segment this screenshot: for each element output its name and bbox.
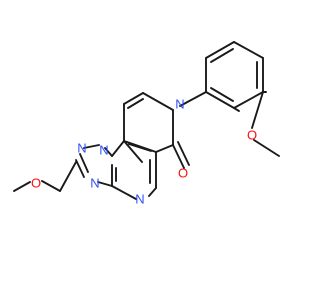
bond: [111, 140, 125, 157]
bond: [123, 140, 143, 163]
atom-n3: N: [90, 176, 99, 191]
atom-n7: N: [175, 97, 184, 112]
atom-labels: N N N N N O O O: [31, 97, 257, 207]
bond: [233, 107, 240, 112]
bond: [97, 181, 113, 187]
bond: [155, 144, 174, 153]
bond: [148, 187, 157, 197]
bond: [59, 161, 77, 192]
bond: [13, 181, 31, 192]
atom-n2: N: [77, 141, 86, 156]
bond: [142, 92, 174, 111]
bond: [253, 139, 280, 157]
atom-n5: N: [135, 192, 144, 207]
bond: [233, 91, 264, 109]
bonds: [13, 41, 280, 200]
bond: [111, 185, 137, 200]
bond: [128, 143, 152, 152]
bond: [75, 159, 85, 178]
bond: [233, 41, 264, 59]
atom-o-aryl-ether: O: [247, 128, 257, 143]
molecule-structure: N N N N N O O O: [13, 41, 280, 207]
bond: [177, 141, 190, 166]
bond: [83, 144, 100, 149]
atom-n1: N: [99, 143, 108, 158]
bond: [127, 98, 144, 109]
bond: [210, 87, 234, 102]
atom-o-alkyl-ether: O: [31, 176, 41, 191]
bond: [123, 92, 144, 105]
bond: [172, 144, 185, 169]
bond: [210, 48, 234, 63]
bond: [205, 41, 235, 59]
bond: [179, 91, 207, 107]
bond: [205, 91, 235, 109]
atom-o-carbonyl: O: [178, 166, 188, 181]
bond: [251, 91, 264, 129]
bond: [41, 180, 61, 192]
bond: [79, 153, 89, 173]
bond: [104, 147, 113, 157]
